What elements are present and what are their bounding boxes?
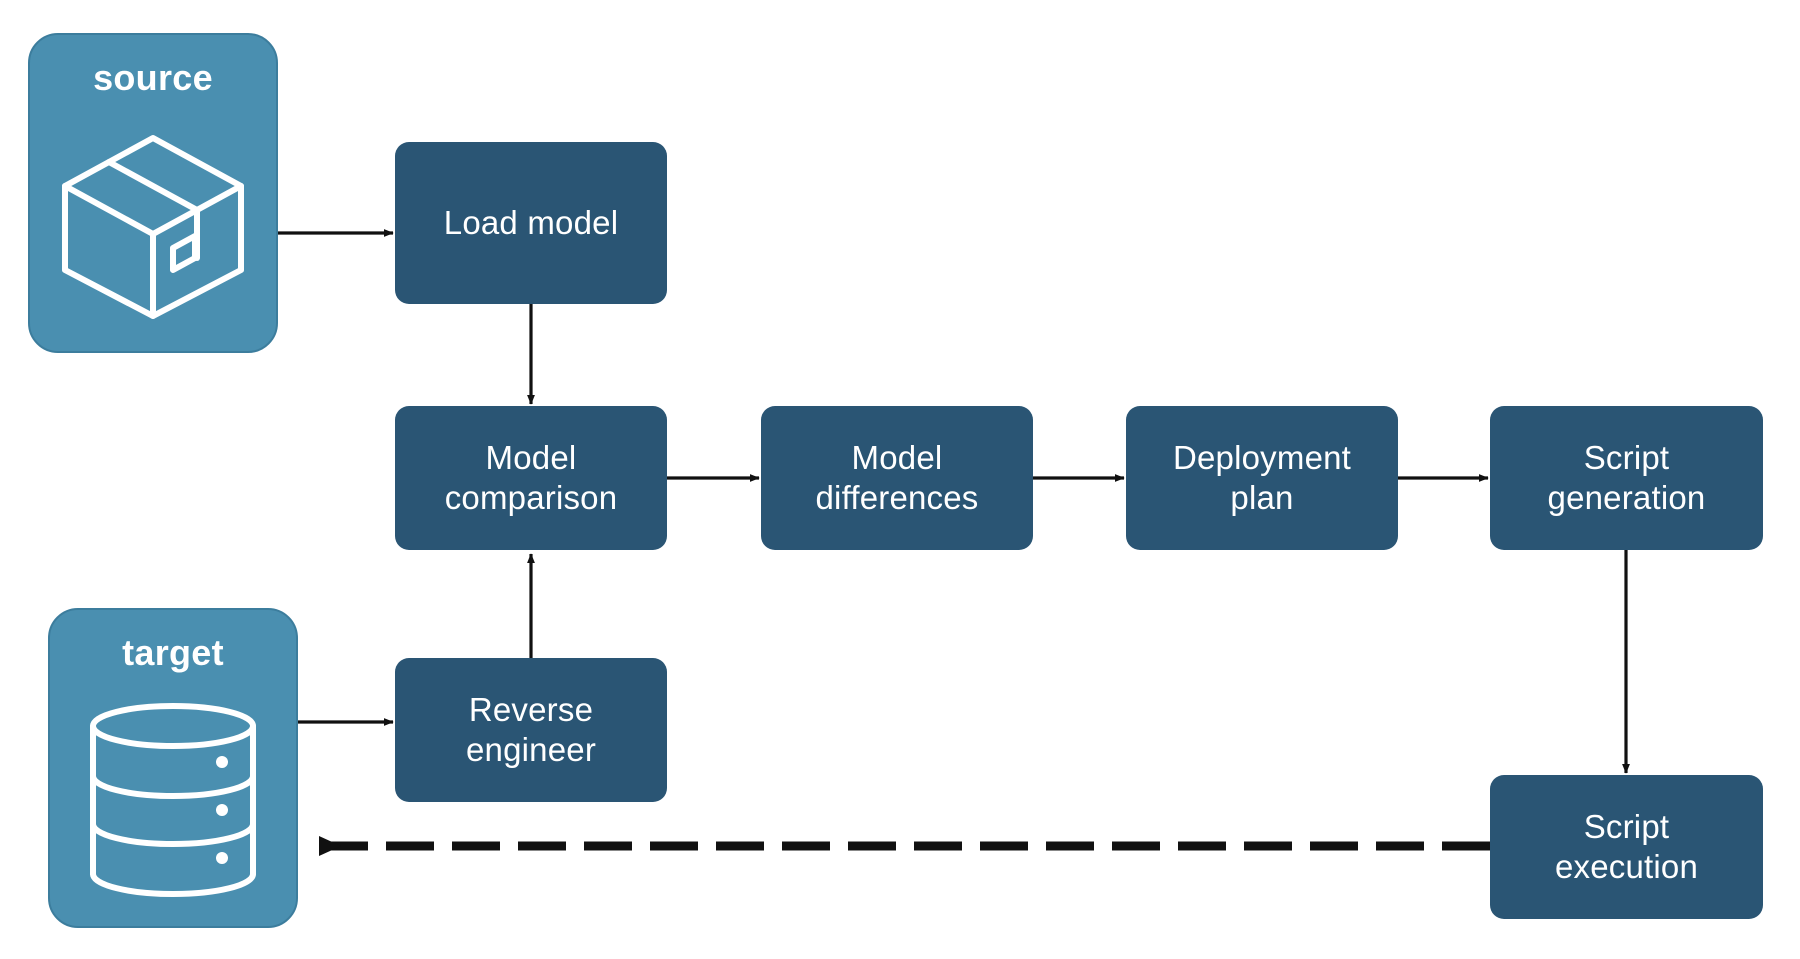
process-reverse-engineer-label: Reverse engineer	[465, 690, 597, 768]
process-script-execution-label: Script execution	[1554, 807, 1699, 885]
process-deployment-plan[interactable]: Deployment plan	[1126, 406, 1398, 550]
endpoint-source-label: source	[93, 57, 213, 98]
process-model-comparison[interactable]: Model comparison	[395, 406, 667, 550]
endpoint-target[interactable]: target	[48, 608, 298, 928]
package-box-icon	[30, 99, 276, 351]
database-cylinder-icon	[50, 674, 296, 926]
endpoint-source[interactable]: source	[28, 33, 278, 353]
process-model-differences-label: Model differences	[815, 438, 979, 516]
process-model-differences[interactable]: Model differences	[761, 406, 1033, 550]
process-load-model[interactable]: Load model	[395, 142, 667, 304]
process-script-generation[interactable]: Script generation	[1490, 406, 1763, 550]
process-script-execution[interactable]: Script execution	[1490, 775, 1763, 919]
endpoint-target-label: target	[122, 632, 224, 673]
process-model-comparison-label: Model comparison	[444, 438, 618, 516]
process-load-model-label: Load model	[443, 203, 619, 241]
process-reverse-engineer[interactable]: Reverse engineer	[395, 658, 667, 802]
process-deployment-plan-label: Deployment plan	[1172, 438, 1352, 516]
process-script-generation-label: Script generation	[1547, 438, 1706, 516]
